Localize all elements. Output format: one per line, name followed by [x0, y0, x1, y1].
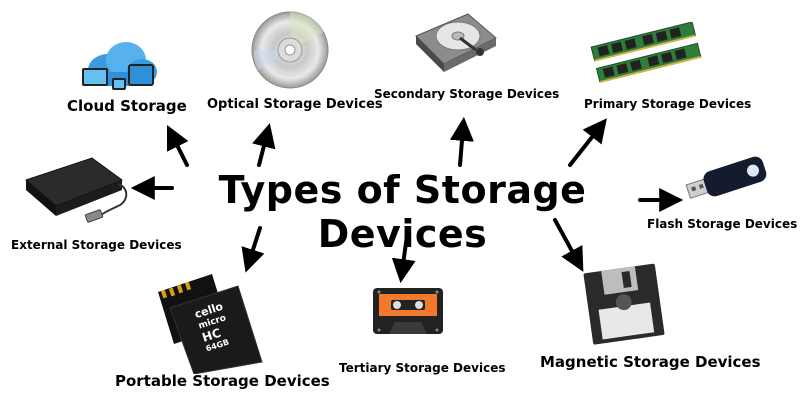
- ram-modules-icon: [590, 22, 702, 84]
- arrow-to-tertiary: [391, 226, 416, 284]
- flash-storage-label: Flash Storage Devices: [647, 217, 798, 231]
- hard-drive-icon: [415, 13, 497, 72]
- cloud-devices-icon: [82, 42, 157, 90]
- cassette-tape-icon: [373, 288, 443, 334]
- arrow-to-magnetic: [553, 218, 584, 272]
- primary-storage-label: Primary Storage Devices: [584, 97, 752, 111]
- arrow-to-cloud: [166, 124, 189, 167]
- external-storage-label: External Storage Devices: [11, 238, 182, 252]
- external-drive-icon: [25, 157, 128, 223]
- secondary-storage-label: Secondary Storage Devices: [374, 87, 560, 101]
- floppy-disk-icon: [583, 263, 665, 345]
- optical-storage-label: Optical Storage Devices: [207, 97, 383, 112]
- arrow-to-secondary: [450, 116, 474, 167]
- optical-disc-icon: [251, 11, 329, 89]
- portable-storage-label: Portable Storage Devices: [115, 372, 330, 390]
- memory-card-icon: cello micro HC 64GB: [148, 270, 268, 374]
- diagram-title: Types of Storage Devices: [218, 168, 587, 256]
- usb-flash-drive-icon: [685, 156, 767, 199]
- cloud-storage-label: Cloud Storage: [67, 97, 187, 115]
- magnetic-storage-label: Magnetic Storage Devices: [540, 353, 761, 371]
- arrow-to-portable: [241, 226, 265, 273]
- arrow-to-optical: [252, 123, 276, 167]
- arrow-to-primary: [568, 118, 607, 167]
- memory-card-shape: [158, 274, 263, 374]
- tertiary-storage-label: Tertiary Storage Devices: [339, 361, 506, 375]
